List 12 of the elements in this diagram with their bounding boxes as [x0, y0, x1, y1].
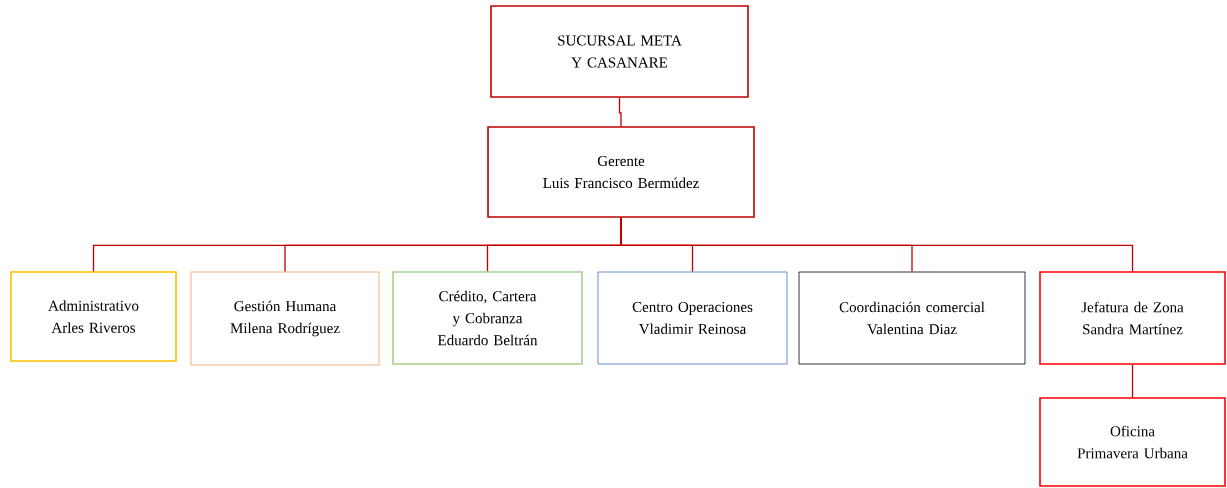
org-box: Jefatura de Zona Sandra Martínez [1039, 271, 1226, 365]
org-box: Oficina Primavera Urbana [1039, 397, 1226, 487]
org-box: Coordinación comercial Valentina Diaz [798, 271, 1026, 365]
org-box: Centro Operaciones Vladimir Reinosa [597, 271, 788, 365]
org-box: Crédito, Cartera y Cobranza Eduardo Beltrán [392, 271, 583, 365]
org-box: Gestión Humana Milena Rodríguez [190, 271, 380, 366]
org-box: SUCURSAL META Y CASANARE [490, 5, 749, 98]
org-box: Administrativo Arles Riveros [10, 271, 177, 362]
org-box: Gerente Luis Francisco Bermúdez [487, 126, 755, 218]
connector-line [620, 217, 1134, 272]
connector-line [1131, 364, 1134, 398]
connector-line [618, 97, 622, 127]
